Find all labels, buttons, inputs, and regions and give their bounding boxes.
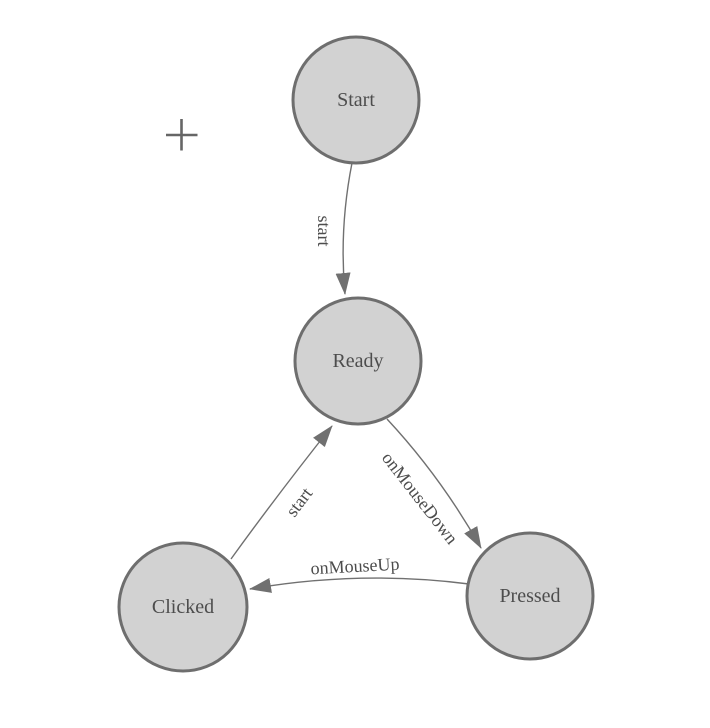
node-ready-circle [293, 296, 423, 426]
edge-ready-pressed[interactable]: onMouseDown [378, 418, 482, 549]
edge-clicked-ready[interactable]: start [230, 425, 333, 560]
edge-start-ready-path[interactable] [335, 162, 353, 295]
edge-start-ready-label[interactable]: start [314, 216, 334, 247]
node-pressed[interactable]: Pressed [465, 531, 595, 661]
node-pressed-label: Pressed [499, 585, 560, 607]
edge-clicked-ready-path[interactable] [230, 425, 333, 560]
edge-start-ready[interactable]: start [314, 162, 353, 295]
edge-pressed-clicked[interactable]: onMouseUp [249, 554, 470, 593]
node-clicked[interactable]: Clicked [117, 541, 249, 673]
edge-ready-pressed-path[interactable] [386, 418, 482, 549]
node-clicked-circle [117, 541, 249, 673]
node-ready[interactable]: Ready [293, 296, 423, 426]
edge-clicked-ready-label[interactable]: start [282, 484, 317, 521]
node-start-circle [291, 35, 421, 165]
node-pressed-circle [465, 531, 595, 661]
node-start[interactable]: Start [291, 35, 421, 165]
edge-pressed-clicked-path[interactable] [249, 577, 470, 593]
node-ready-label: Ready [332, 350, 383, 372]
node-clicked-label: Clicked [152, 596, 214, 618]
node-start-label: Start [337, 89, 375, 111]
crosshair-plus-icon [166, 119, 198, 151]
edge-pressed-clicked-label[interactable]: onMouseUp [310, 554, 400, 579]
